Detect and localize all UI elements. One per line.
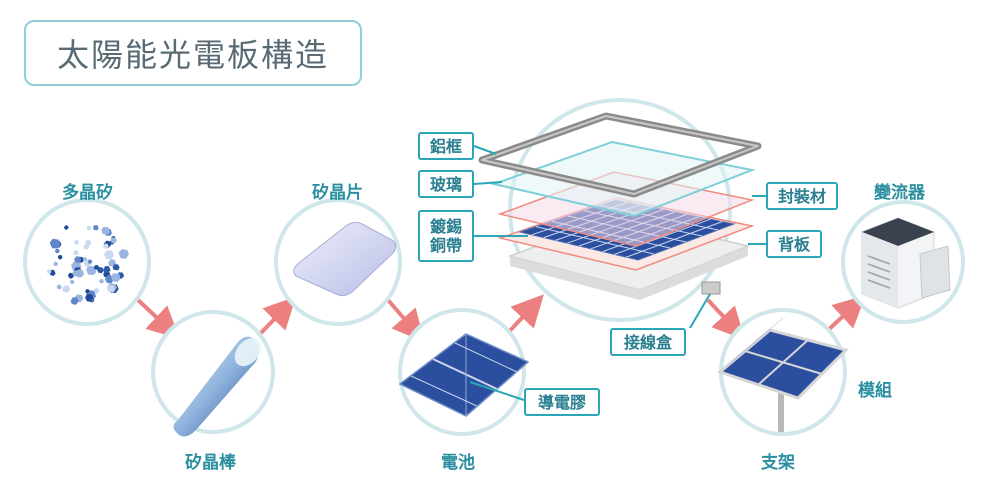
crystal-shape	[103, 243, 109, 249]
crystal-shape	[70, 297, 79, 305]
flow-arrows	[136, 294, 866, 343]
glass-layer	[490, 140, 756, 218]
leader-adhesive	[469, 381, 525, 401]
crystal-shape	[54, 248, 60, 254]
tag-backsheet-text: 背板	[777, 234, 810, 254]
tag-glass-text: 玻璃	[429, 174, 462, 194]
arrow-polysilicon-to-ingot	[136, 298, 180, 339]
crystal-shape	[62, 285, 71, 293]
tag-junction-box: 接線盒	[610, 328, 686, 356]
inverter-graphic	[861, 217, 951, 309]
leader-junction-box	[689, 293, 711, 329]
ingot-circle	[151, 310, 275, 434]
tag-conductive-adhesive: 導電膠	[524, 388, 600, 416]
tag-ribbon: 鍍錫 銅帶	[418, 210, 474, 262]
page-title: 太陽能光電板構造	[56, 36, 329, 74]
crystal-shape	[97, 267, 104, 274]
arrow-wafer-to-cell	[386, 298, 425, 343]
wafer-graphic	[293, 221, 397, 297]
label-module: 模組	[858, 381, 892, 401]
crystal-shape	[103, 250, 114, 260]
crystal-shape	[93, 225, 99, 231]
crystal-shape	[53, 261, 58, 267]
crystal-shape	[110, 237, 117, 244]
tag-conductive-adhesive-text: 導電膠	[537, 392, 586, 412]
crystal-shape	[49, 238, 61, 249]
crystal-shape	[93, 265, 100, 270]
label-mount: 支架	[761, 453, 795, 473]
crystal-shape	[101, 226, 110, 235]
module-graphic	[716, 317, 849, 432]
crystal-shape	[118, 249, 129, 259]
crystal-shape	[67, 272, 74, 279]
crystal-shape	[73, 240, 79, 245]
crystal-shape	[63, 225, 69, 230]
crystal-shape	[82, 257, 87, 261]
tag-ribbon-text-line2: 銅帶	[429, 236, 462, 255]
tag-junction-box-text: 接線盒	[623, 332, 672, 352]
label-wafer: 矽晶片	[312, 183, 363, 203]
label-cell: 電池	[441, 453, 475, 473]
tag-frame-text: 鋁框	[429, 136, 462, 156]
title-box: 太陽能光電板構造	[24, 20, 362, 86]
cell-graphic	[398, 333, 530, 417]
label-ingot: 矽晶棒	[185, 453, 236, 473]
tag-encapsulant: 封裝材	[766, 182, 838, 210]
crystal-shape	[74, 256, 82, 263]
crystal-shape	[85, 294, 94, 302]
crystal-shape	[85, 289, 90, 294]
leader-lines	[469, 145, 766, 401]
ingot-graphic	[173, 336, 262, 437]
crystal-shape	[110, 273, 121, 282]
label-inverter: 變流器	[874, 183, 925, 203]
crystal-shape	[69, 279, 75, 284]
polysilicon-crystals	[46, 225, 129, 305]
crystal-shape	[93, 288, 100, 294]
crystal-shape	[57, 254, 63, 260]
crystal-shape	[46, 269, 52, 274]
arrow-module-to-inverter	[824, 295, 866, 334]
junction-box-graphic	[701, 281, 721, 295]
crystal-shape	[106, 285, 115, 293]
crystal-shape	[85, 239, 92, 246]
crystal-shape	[99, 278, 104, 284]
cell-grid-line	[626, 221, 723, 258]
tag-backsheet: 背板	[766, 230, 822, 258]
cell-grid-line	[614, 218, 711, 255]
arrow-panel-to-module	[706, 298, 745, 340]
crystal-shape	[87, 259, 93, 264]
crystal-shape	[75, 269, 85, 278]
crystal-shape	[73, 250, 79, 256]
tag-glass: 玻璃	[418, 170, 474, 198]
panel-layers	[478, 112, 762, 300]
tag-frame: 鋁框	[418, 132, 474, 160]
label-polysilicon: 多晶矽	[62, 183, 113, 203]
crystal-shape	[103, 266, 111, 273]
crystal-shape	[56, 284, 62, 290]
leader-frame	[473, 145, 497, 155]
crystal-shape	[108, 259, 117, 267]
arrow-ingot-to-wafer	[256, 296, 297, 338]
tag-ribbon-text-line1: 鍍錫	[429, 217, 462, 236]
crystal-shape	[86, 265, 97, 276]
crystal-shape	[112, 264, 120, 271]
tag-encapsulant-text: 封裝材	[777, 186, 826, 206]
crystal-shape	[86, 225, 92, 231]
leader-glass	[473, 181, 503, 185]
